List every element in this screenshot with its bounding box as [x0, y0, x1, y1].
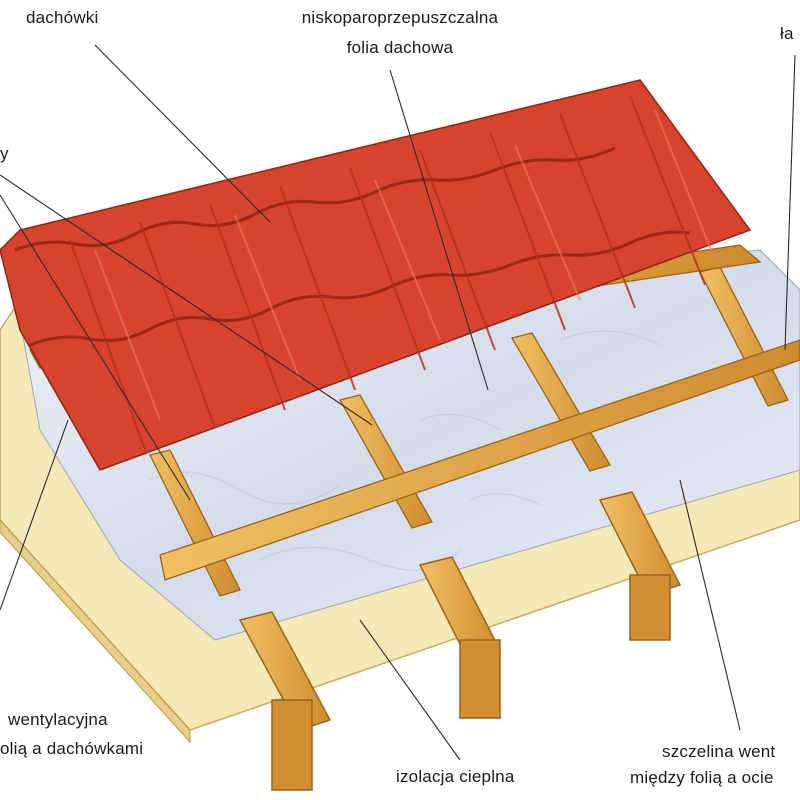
tile-ridges: [14, 146, 691, 347]
batten-lower: [159, 339, 800, 581]
rafters: [238, 491, 682, 791]
rafter-3-end: [629, 574, 671, 641]
board-edge: [0, 519, 191, 744]
leader-counter-1: [0, 174, 373, 426]
leader-vent-right: [679, 479, 741, 731]
rafter-2-end: [459, 639, 501, 719]
leader-foil: [389, 69, 489, 391]
label-vapour-foil-line1: niskoparoprzepuszczalna: [301, 8, 499, 27]
tile-highlights: [94, 109, 716, 421]
leader-insulation: [359, 619, 461, 761]
label-vent-gap-right-line1: szczelina went: [662, 742, 776, 761]
leader-vent-left: [0, 419, 69, 611]
tile-field: [0, 79, 752, 471]
roof-tiles: [0, 79, 752, 471]
label-vent-gap-left-line1: wentylacyjna: [8, 710, 108, 729]
leader-battens: [784, 54, 796, 351]
leader-lines: [0, 44, 796, 761]
label-vent-gap-left-line2: olią a dachówkami: [0, 739, 144, 758]
label-insulation: izolacja cieplna: [396, 767, 515, 786]
rafter-1-end: [271, 699, 313, 791]
leader-tiles: [94, 44, 271, 223]
rafter-3: [598, 491, 682, 596]
label-battens-clipped: ła: [780, 24, 794, 43]
label-counter-battens-clipped: y: [0, 144, 9, 163]
label-roof-tiles: dachówki: [26, 8, 99, 27]
tile-grooves: [69, 95, 706, 451]
leader-counter-2: [0, 194, 191, 501]
label-vent-gap-right-line2: między folią a ocie: [630, 768, 774, 787]
label-vapour-foil-line2: folia dachowa: [346, 38, 454, 57]
